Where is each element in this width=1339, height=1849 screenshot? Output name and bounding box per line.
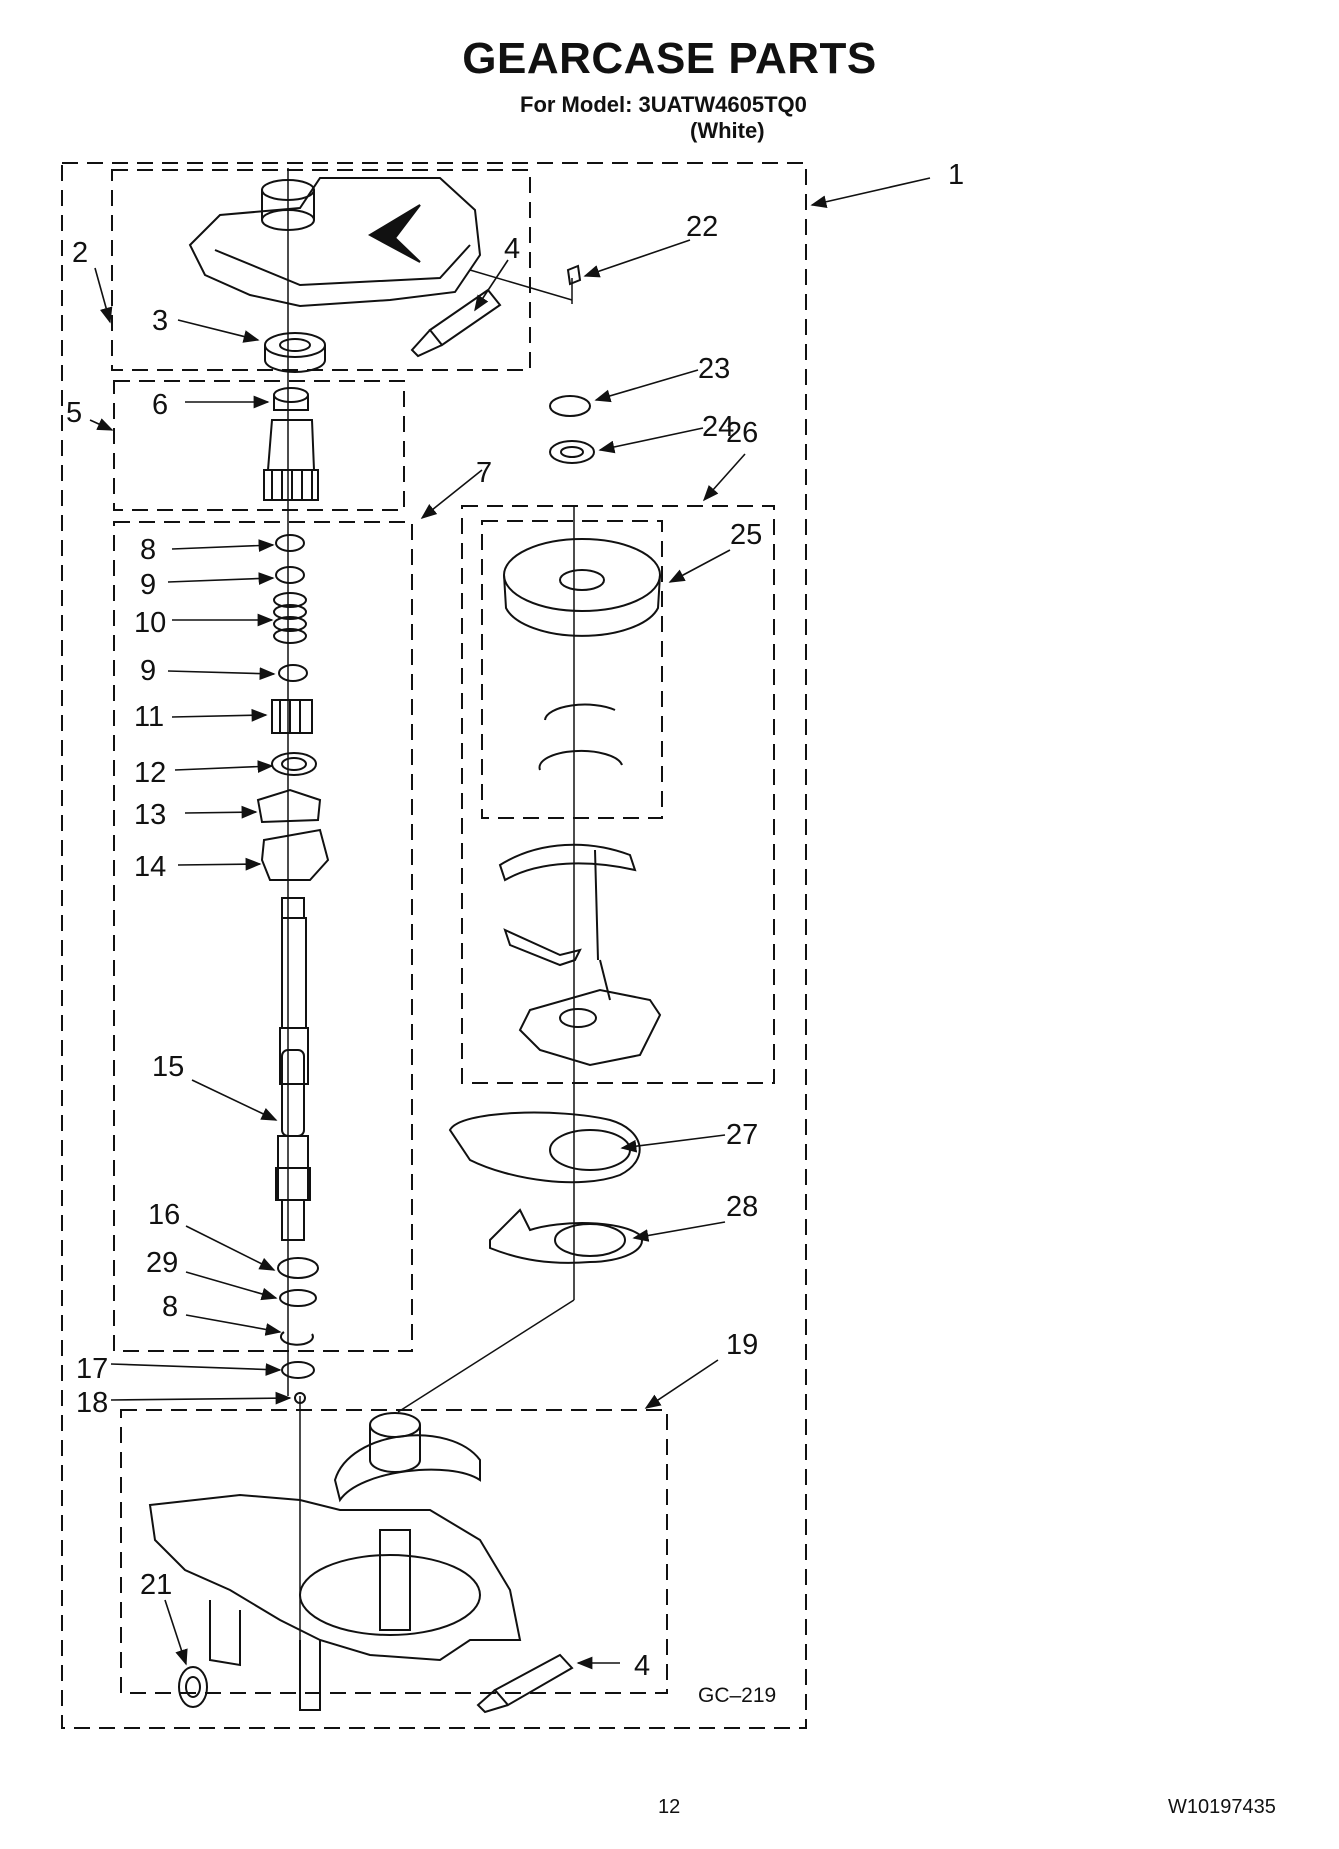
model-line: For Model: 3UATW4605TQ0 (520, 92, 807, 117)
callout-29: 29 (146, 1247, 178, 1279)
callout-9-lower: 9 (140, 655, 156, 687)
callout-17: 17 (76, 1353, 108, 1385)
document-number: W10197435 (1168, 1796, 1276, 1818)
callout-6: 6 (152, 389, 168, 421)
callout-1: 1 (948, 159, 964, 191)
callout-4-bottom: 4 (634, 1650, 650, 1682)
callout-13: 13 (134, 799, 166, 831)
callout-3: 3 (152, 305, 168, 337)
callout-25: 25 (730, 519, 762, 551)
callout-16: 16 (148, 1199, 180, 1231)
callout-11: 11 (134, 701, 164, 733)
callout-8-lower: 8 (162, 1291, 178, 1323)
callout-8-top: 8 (140, 534, 156, 566)
callout-10: 10 (134, 607, 166, 639)
callout-19: 19 (726, 1329, 758, 1361)
callout-5: 5 (66, 397, 82, 429)
assembly-box-25 (481, 520, 663, 819)
assembly-box-2 (111, 169, 531, 371)
callout-12: 12 (134, 757, 166, 789)
callout-28: 28 (726, 1191, 758, 1223)
callout-21: 21 (140, 1569, 172, 1601)
callout-4-top: 4 (504, 233, 520, 265)
page-number: 12 (658, 1796, 681, 1818)
callout-2: 2 (72, 237, 88, 269)
assembly-box-1 (61, 162, 807, 1729)
callout-7: 7 (476, 457, 492, 489)
gearcase-cover-shape (188, 177, 482, 308)
callout-22: 22 (686, 211, 718, 243)
callout-15: 15 (152, 1051, 184, 1083)
callout-18: 18 (76, 1387, 108, 1419)
callout-14: 14 (134, 851, 166, 883)
callout-9-top: 9 (140, 569, 156, 601)
callout-24: 24 (702, 411, 734, 443)
assembly-box-26 (461, 505, 775, 1084)
assembly-box-7 (113, 521, 413, 1352)
assembly-box-5 (113, 380, 405, 511)
callout-26: 26 (726, 417, 758, 449)
assembly-box-19 (120, 1409, 668, 1694)
model-variant: (White) (690, 118, 765, 143)
diagram-code: GC–219 (698, 1684, 776, 1707)
callout-23: 23 (698, 353, 730, 385)
callout-27: 27 (726, 1119, 758, 1151)
page-title: GEARCASE PARTS (462, 34, 877, 83)
